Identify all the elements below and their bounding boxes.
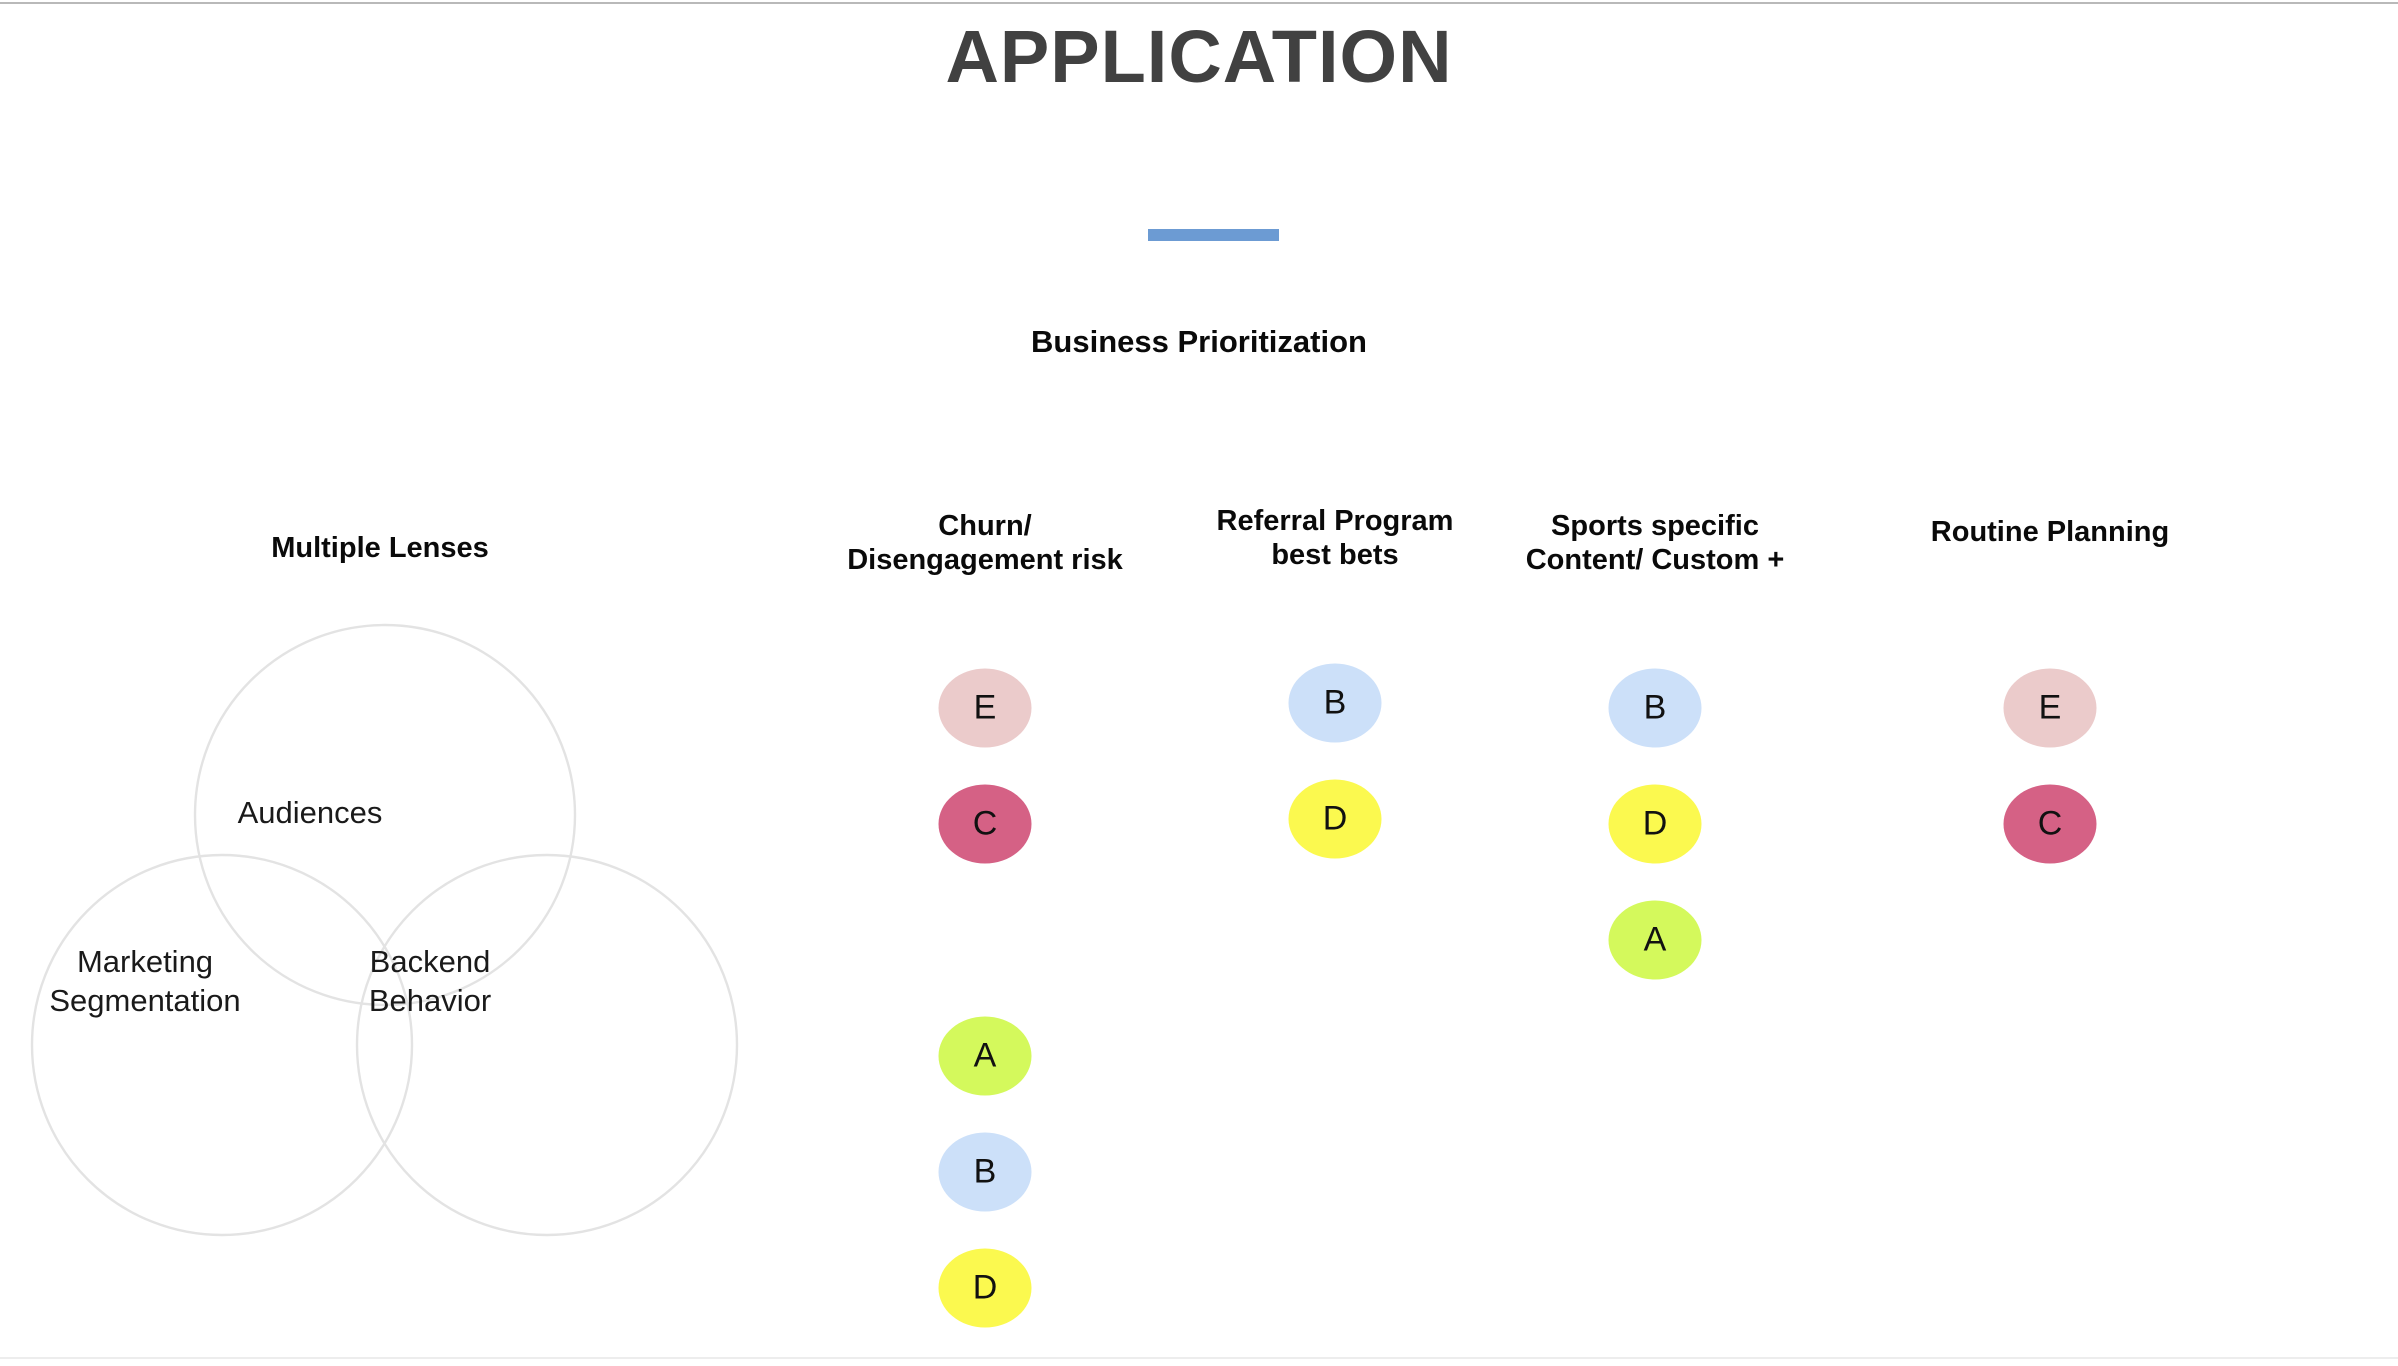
column-heading: Sports specific Content/ Custom + bbox=[1480, 510, 1830, 578]
section-subtitle: Business Prioritization bbox=[1031, 324, 1367, 359]
bubble-d[interactable]: D bbox=[938, 1248, 1032, 1328]
bubble-slot: E bbox=[800, 650, 1170, 766]
bubble-b[interactable]: B bbox=[1608, 668, 1702, 748]
bubble-slot: C bbox=[800, 766, 1170, 882]
bubble-slot: B bbox=[1155, 645, 1515, 761]
venn-circle-audiences bbox=[193, 623, 577, 1007]
accent-divider-bar bbox=[1148, 229, 1279, 241]
page-title: APPLICATION bbox=[945, 15, 1453, 98]
bubble-slot: A bbox=[800, 998, 1170, 1114]
bubble-b[interactable]: B bbox=[1288, 663, 1382, 743]
bubble-slot: D bbox=[1480, 766, 1830, 882]
bubble-c[interactable]: C bbox=[2003, 784, 2097, 864]
bubble-b[interactable]: B bbox=[938, 1132, 1032, 1212]
column-heading-line1: Sports specific bbox=[1551, 510, 1759, 542]
column-heading-line2: Content/ Custom + bbox=[1525, 543, 1785, 576]
column-heading-line2: best bets bbox=[1271, 538, 1399, 571]
multiple-lenses-venn: Multiple Lenses Audiences Marketing Segm… bbox=[0, 510, 760, 1270]
column-heading-line2: Disengagement risk bbox=[847, 543, 1123, 576]
column-heading-line1: Referral Program bbox=[1216, 505, 1454, 537]
bubble-slot: B bbox=[800, 1114, 1170, 1230]
bottom-divider-rule bbox=[0, 1357, 2398, 1359]
venn-label-audiences: Audiences bbox=[237, 795, 383, 830]
bubble-stack: B D A bbox=[1480, 650, 1830, 998]
column-heading: Churn/ Disengagement risk bbox=[800, 510, 1170, 578]
bubble-stack: E C A B D bbox=[800, 650, 1170, 1346]
bubble-slot: A bbox=[1480, 882, 1830, 998]
venn-circle-backend-behavior bbox=[355, 853, 739, 1237]
bubble-slot: B bbox=[1480, 650, 1830, 766]
venn-label-marketing-segmentation: Marketing Segmentation bbox=[10, 942, 280, 1021]
bubble-slot: D bbox=[800, 1230, 1170, 1346]
bubble-e[interactable]: E bbox=[938, 668, 1032, 748]
venn-circle-marketing-segmentation bbox=[30, 853, 414, 1237]
bubble-d[interactable]: D bbox=[1288, 779, 1382, 859]
column-heading-line1: Churn/ bbox=[938, 510, 1032, 542]
venn-label-backend-line2: Behavior bbox=[368, 983, 492, 1019]
bubble-c[interactable]: C bbox=[938, 784, 1032, 864]
bubble-slot: C bbox=[1855, 766, 2245, 882]
bubble-e[interactable]: E bbox=[2003, 668, 2097, 748]
venn-label-backend-line1: Backend bbox=[369, 944, 491, 979]
column-heading: Routine Planning bbox=[1855, 516, 2245, 550]
venn-label-marketing-line2: Segmentation bbox=[49, 983, 241, 1019]
top-divider-rule bbox=[0, 2, 2398, 4]
venn-label-backend-behavior: Backend Behavior bbox=[300, 942, 560, 1021]
venn-circles-graphic bbox=[30, 623, 739, 1237]
bubble-stack: B D bbox=[1155, 645, 1515, 877]
bubble-d[interactable]: D bbox=[1608, 784, 1702, 864]
column-heading: Referral Program best bets bbox=[1155, 505, 1515, 573]
venn-label-marketing-line1: Marketing bbox=[76, 944, 214, 979]
bubble-slot-empty bbox=[800, 882, 1170, 998]
bubble-slot: E bbox=[1855, 650, 2245, 766]
bubble-a[interactable]: A bbox=[938, 1016, 1032, 1096]
bubble-a[interactable]: A bbox=[1608, 900, 1702, 980]
bubble-stack: E C bbox=[1855, 650, 2245, 882]
venn-heading: Multiple Lenses bbox=[271, 532, 489, 564]
bubble-slot: D bbox=[1155, 761, 1515, 877]
column-heading-line1: Routine Planning bbox=[1930, 516, 2170, 548]
